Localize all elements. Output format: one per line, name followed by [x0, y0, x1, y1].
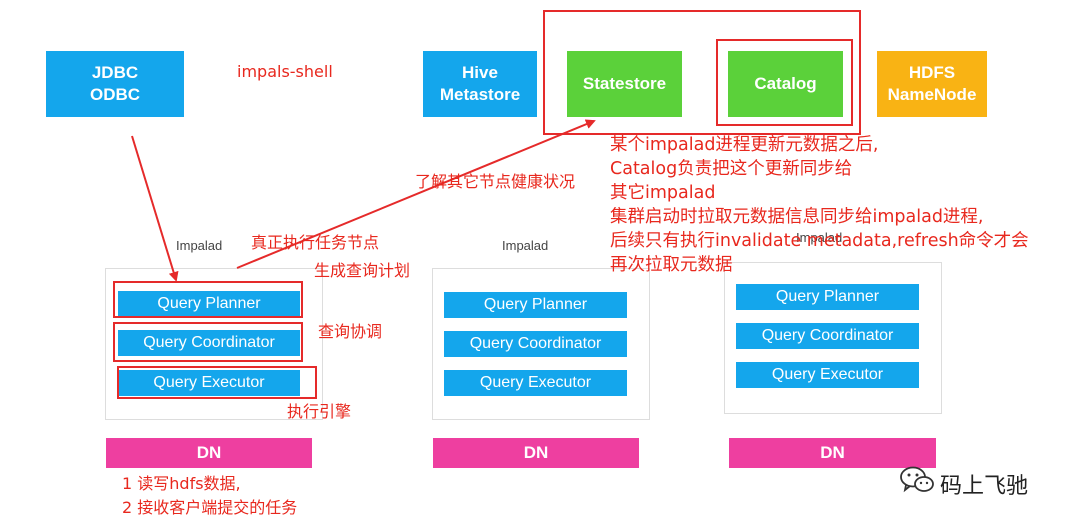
- watermark-text: 码上飞驰: [940, 474, 1029, 499]
- catalog-annotation-line: 某个impalad进程更新元数据之后,: [610, 135, 879, 155]
- impalad-label: Impalad: [796, 230, 843, 245]
- dn-annotation-line: 2 接收客户端提交的任务: [122, 498, 298, 517]
- hive-label: Hive: [462, 63, 498, 82]
- catalog-annotation-line: 集群启动时拉取元数据信息同步给impalad进程,: [610, 207, 984, 227]
- catalog-label: Catalog: [754, 74, 817, 93]
- query-executor: Query Executor: [736, 362, 919, 388]
- client-to-planner-arrow: [131, 135, 179, 282]
- dn-annotation: 1 读写hdfs数据, 2 接收客户端提交的任务: [122, 472, 297, 520]
- gen-plan-annotation: 生成查询计划: [314, 261, 411, 280]
- impalad-label: Impalad: [502, 238, 549, 253]
- impalad-label: Impalad: [176, 238, 223, 253]
- query-planner: Query Planner: [118, 291, 300, 317]
- catalog-annotation-line: 后续只有执行invalidate metadata,refresh命令才会: [610, 231, 1029, 251]
- statestore-label: Statestore: [582, 74, 667, 93]
- query-executor: Query Executor: [118, 370, 300, 396]
- statestore-box: Statestore: [567, 51, 682, 117]
- odbc-label: ODBC: [89, 85, 141, 104]
- query-executor: Query Executor: [444, 370, 627, 396]
- query-coordinator: Query Coordinator: [736, 323, 919, 349]
- jdbc-label: JDBC: [91, 63, 139, 82]
- planner-highlight: [113, 281, 303, 318]
- impals-shell-annotation: impals-shell: [237, 62, 333, 81]
- catalog-highlight: [716, 39, 853, 126]
- impalad-to-statestore-arrow: [236, 119, 596, 269]
- dn-block: DN: [106, 438, 312, 468]
- health-annotation: 了解其它节点健康状况: [415, 172, 576, 191]
- wechat-icon: [900, 466, 934, 493]
- catalog-box: Catalog: [728, 51, 843, 117]
- query-planner: Query Planner: [736, 284, 919, 310]
- query-coord-annotation: 查询协调: [318, 322, 383, 341]
- query-planner: Query Planner: [444, 292, 627, 318]
- hdfs-label: HDFS: [908, 63, 956, 82]
- dn-annotation-line: 1 读写hdfs数据,: [122, 474, 241, 493]
- real-exec-annotation: 真正执行任务节点: [251, 233, 380, 252]
- catalog-annotation-line: Catalog负责把这个更新同步给: [610, 159, 853, 179]
- metastore-label: Metastore: [439, 85, 521, 104]
- hdfs-namenode-box: HDFS NameNode: [877, 51, 987, 117]
- catalog-annotation: 某个impalad进程更新元数据之后, Catalog负责把这个更新同步给 其它…: [610, 133, 1029, 277]
- hive-metastore-box: Hive Metastore: [423, 51, 537, 117]
- catalog-annotation-line: 再次拉取元数据: [610, 255, 733, 275]
- exec-engine-annotation: 执行引擎: [287, 402, 352, 421]
- coordinator-highlight: [113, 322, 303, 362]
- dn-block: DN: [729, 438, 936, 468]
- query-coordinator: Query Coordinator: [444, 331, 627, 357]
- namenode-label: NameNode: [887, 85, 977, 104]
- jdbc-odbc-box: JDBC ODBC: [46, 51, 184, 117]
- query-coordinator: Query Coordinator: [118, 330, 300, 356]
- statestore-catalog-highlight: [543, 10, 861, 135]
- executor-highlight: [117, 366, 317, 399]
- dn-block: DN: [433, 438, 639, 468]
- catalog-annotation-line: 其它impalad: [610, 183, 716, 203]
